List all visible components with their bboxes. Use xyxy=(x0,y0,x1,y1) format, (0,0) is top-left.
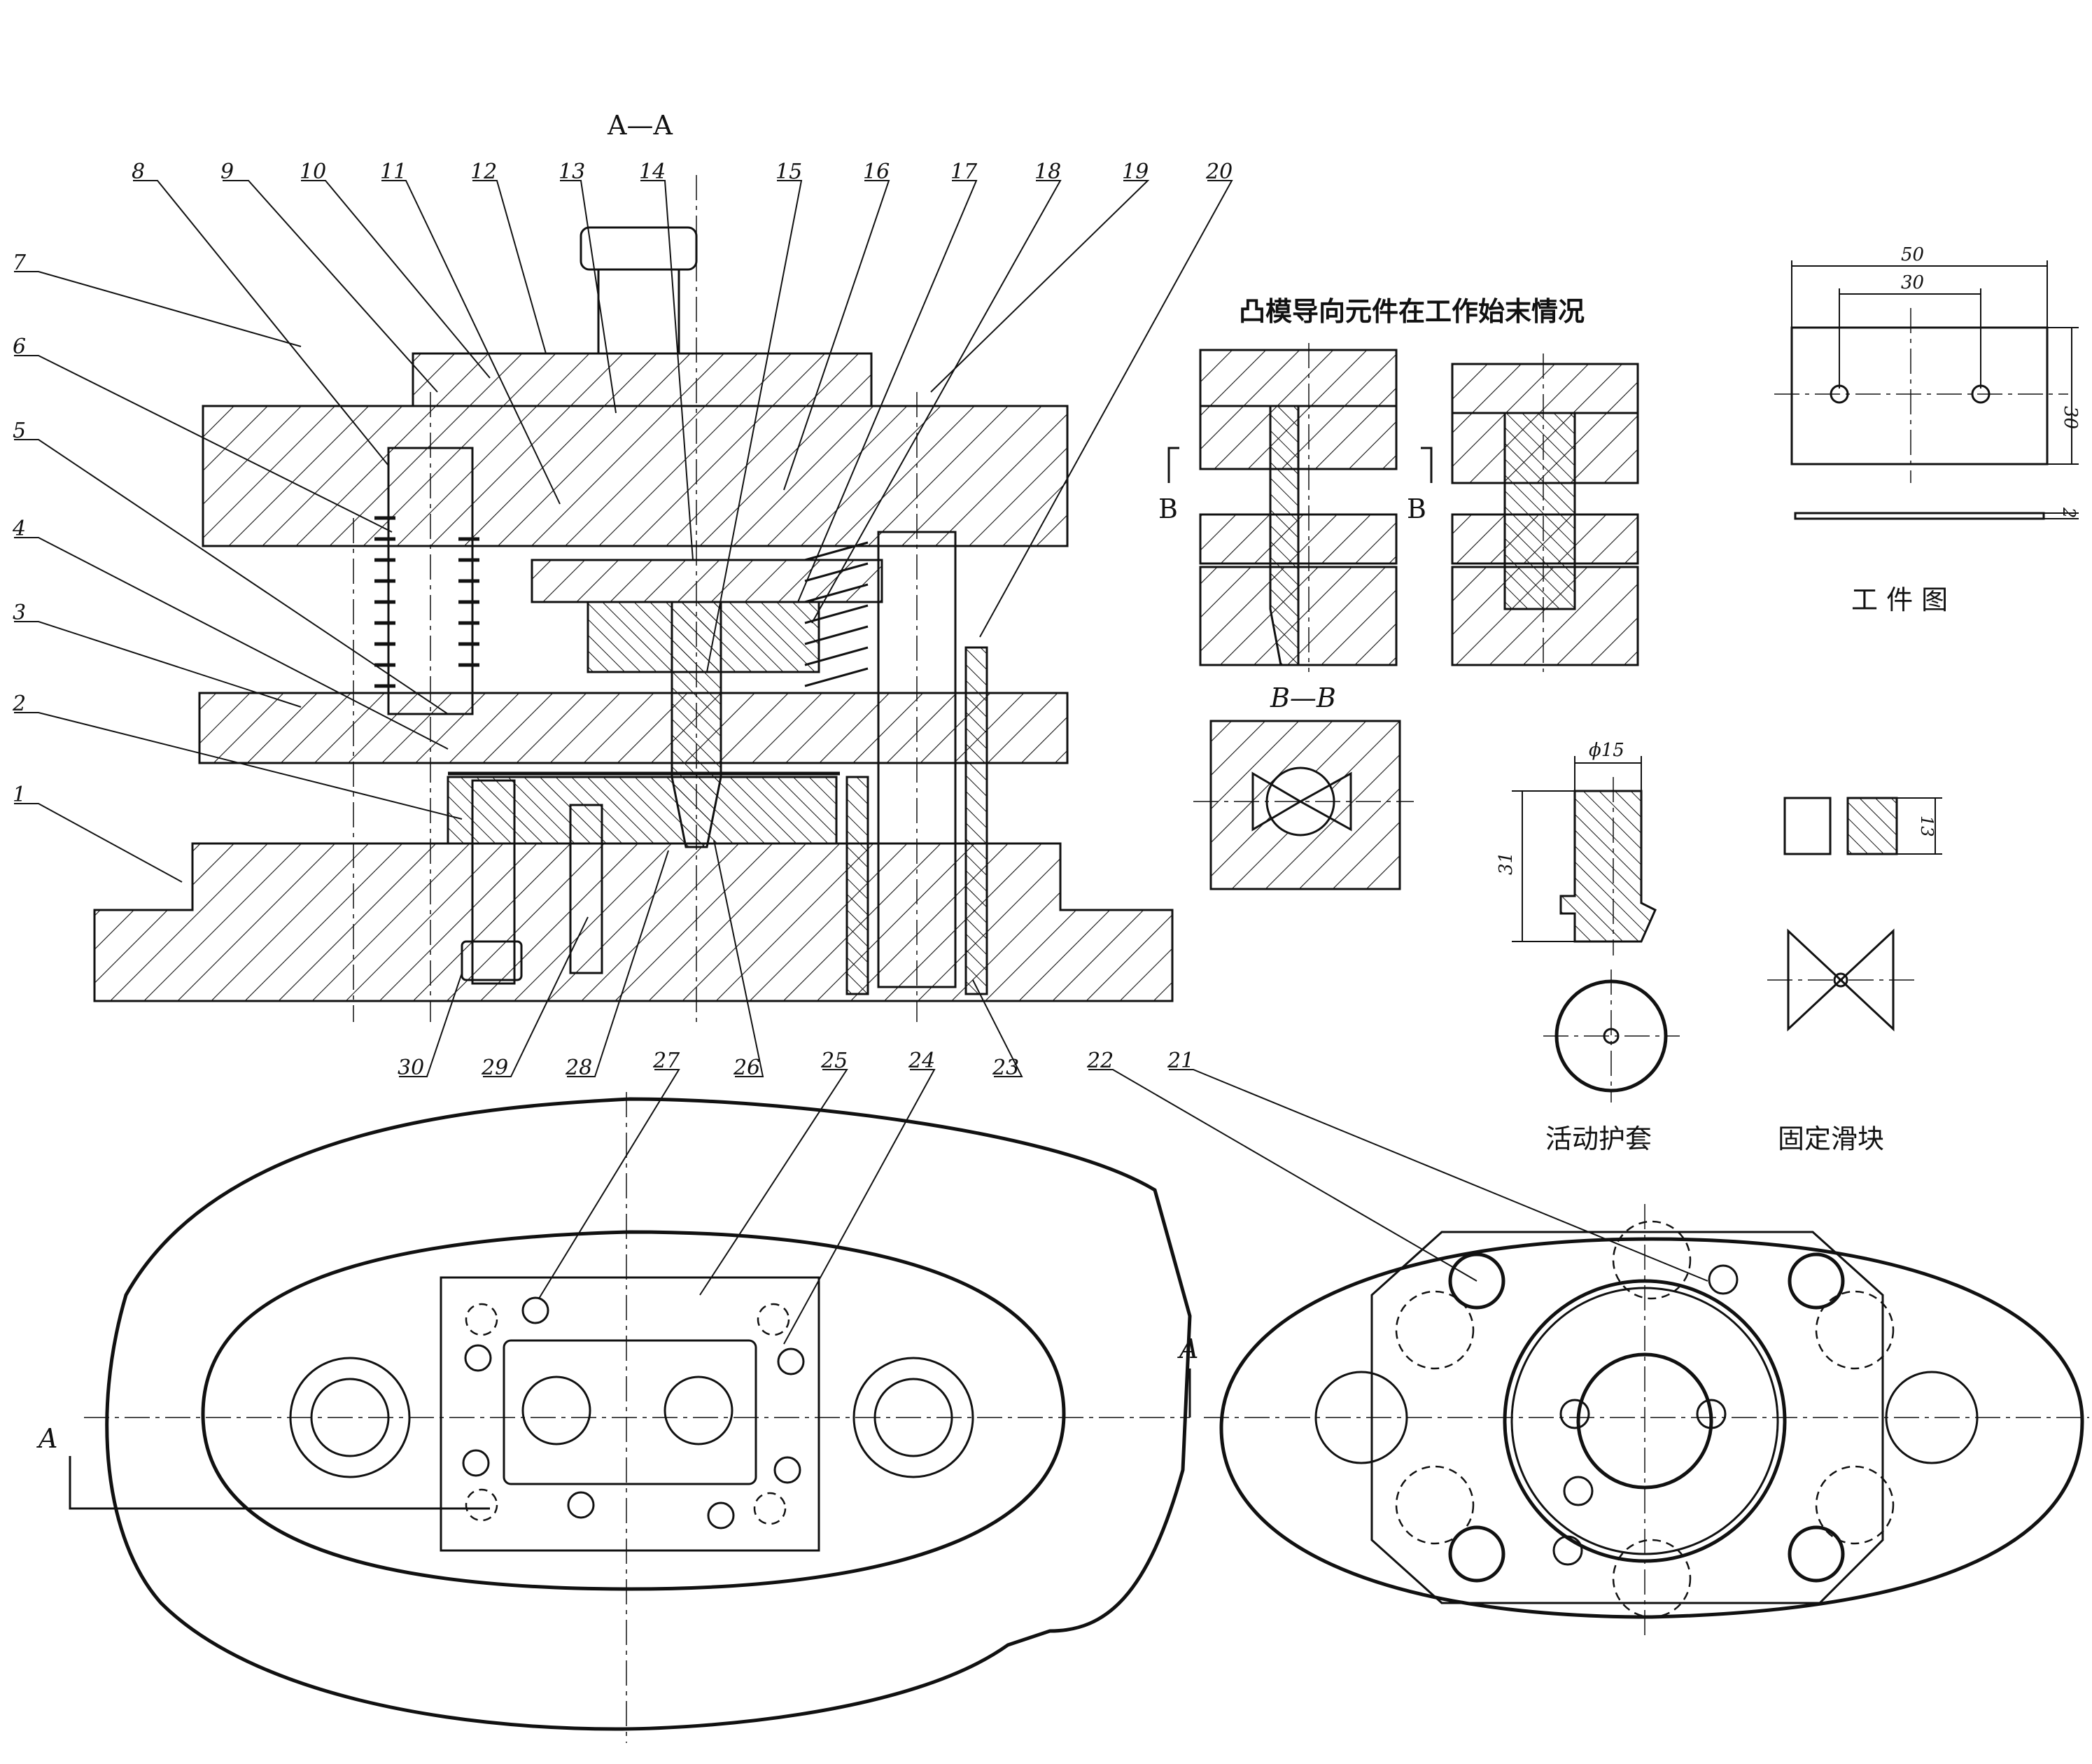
top-clamp xyxy=(412,352,873,407)
spring-left xyxy=(374,516,479,688)
part-label-11: 11 xyxy=(380,160,407,184)
part-labels-bottom: 30 29 28 26 23 27 25 24 22 21 xyxy=(398,1049,1194,1080)
center-boss-inner xyxy=(1576,1352,1713,1490)
section-mark-a-right: A xyxy=(1177,1334,1198,1364)
workpiece-plate xyxy=(1790,326,2049,465)
upper-plate-plan xyxy=(1370,1231,1884,1604)
sleeve-dim-diameter: ϕ15 xyxy=(1589,740,1624,761)
section-mark-a-left: A xyxy=(36,1423,57,1454)
guide-bushing xyxy=(964,646,988,995)
leaders-top xyxy=(14,180,1233,883)
sleeve-title: 活动护套 xyxy=(1545,1124,1652,1154)
part-label-23: 23 xyxy=(992,1056,1019,1080)
workpiece-drawing: 50 30 30 2 工 件 图 xyxy=(1774,244,2081,615)
part-label-30: 30 xyxy=(398,1056,424,1080)
section-mark-b-left: B xyxy=(1158,493,1178,524)
dowel-pin-29 xyxy=(569,804,603,974)
punch-hole-left xyxy=(521,1376,591,1446)
part-label-14: 14 xyxy=(639,160,666,184)
part-label-18: 18 xyxy=(1034,160,1061,184)
die-opening-plan xyxy=(503,1339,757,1485)
part-label-10: 10 xyxy=(300,160,326,184)
sleeve-dim-length: 31 xyxy=(1496,852,1517,875)
screw-head-30 xyxy=(461,940,523,981)
part-labels-top: 8 9 10 11 12 13 14 15 16 17 18 19 20 7 6… xyxy=(12,160,1233,807)
movable-sleeve-detail: ϕ15 31 活动护套 xyxy=(1496,740,1680,1154)
part-label-27: 27 xyxy=(652,1049,680,1073)
section-bb-view xyxy=(1193,720,1414,890)
part-label-25: 25 xyxy=(820,1049,848,1073)
punch-guide-detail-start xyxy=(1199,343,1398,672)
part-label-9: 9 xyxy=(220,160,234,184)
workpiece-dim-width: 50 xyxy=(1901,244,1924,265)
guide-bushing-inner xyxy=(845,776,869,995)
upper-die-base xyxy=(202,405,1069,547)
guide-bushing-right-outer xyxy=(852,1357,974,1478)
upper-die-plan-view xyxy=(1204,1204,2089,1638)
spring-right xyxy=(804,541,869,687)
part-label-6: 6 xyxy=(13,335,26,359)
die-plate-plan xyxy=(440,1276,820,1552)
part-label-5: 5 xyxy=(13,419,26,443)
screw-30 xyxy=(471,779,516,985)
workpiece-dim-hole-spacing: 30 xyxy=(1901,272,1924,293)
part-label-1: 1 xyxy=(13,783,26,807)
slider-title: 固定滑块 xyxy=(1778,1124,1884,1154)
part-label-19: 19 xyxy=(1122,160,1149,184)
part-label-2: 2 xyxy=(12,692,26,716)
lower-die-base xyxy=(93,842,1174,1002)
part-label-26: 26 xyxy=(733,1056,760,1080)
workpiece-title: 工 件 图 xyxy=(1851,584,1948,615)
part-label-21: 21 xyxy=(1167,1049,1194,1073)
part-label-29: 29 xyxy=(481,1056,508,1080)
punch-holder xyxy=(531,559,883,603)
part-label-15: 15 xyxy=(775,160,802,184)
punch-guide-detail-end xyxy=(1451,354,1639,672)
section-cut-marks-b xyxy=(1167,447,1433,483)
section-mark-b-right: B xyxy=(1407,493,1426,524)
part-label-24: 24 xyxy=(908,1049,935,1073)
section-bb-title: B—B xyxy=(1270,682,1336,713)
stripper-plate xyxy=(198,692,1069,764)
part-label-28: 28 xyxy=(565,1056,592,1080)
workpiece-side xyxy=(1794,512,2045,520)
part-label-3: 3 xyxy=(13,601,26,625)
workpiece-dim-thickness: 2 xyxy=(2059,507,2079,518)
part-label-8: 8 xyxy=(132,160,145,184)
part-label-20: 20 xyxy=(1205,160,1233,184)
part-label-22: 22 xyxy=(1086,1049,1114,1073)
punch-hole-right xyxy=(664,1376,733,1446)
section-title: A—A xyxy=(607,110,673,141)
slider-dim-height: 13 xyxy=(1917,816,1937,837)
part-label-12: 12 xyxy=(470,160,497,184)
lower-die-plan-view xyxy=(84,1092,1192,1743)
part-label-16: 16 xyxy=(863,160,890,184)
part-label-13: 13 xyxy=(559,160,585,184)
workpiece-dim-height: 30 xyxy=(2060,406,2081,429)
part-label-17: 17 xyxy=(950,160,978,184)
die-plate xyxy=(447,776,838,845)
part-label-4: 4 xyxy=(12,517,26,541)
punch-guide-title: 凸模导向元件在工作始末情况 xyxy=(1239,295,1585,327)
shank-head xyxy=(580,226,698,271)
part-label-7: 7 xyxy=(13,251,27,275)
fixed-slider-detail: 13 固定滑块 xyxy=(1767,797,1942,1154)
section-cut-line-a xyxy=(69,1368,1191,1510)
leaders-bottom xyxy=(399,839,1708,1345)
shank xyxy=(597,268,680,355)
